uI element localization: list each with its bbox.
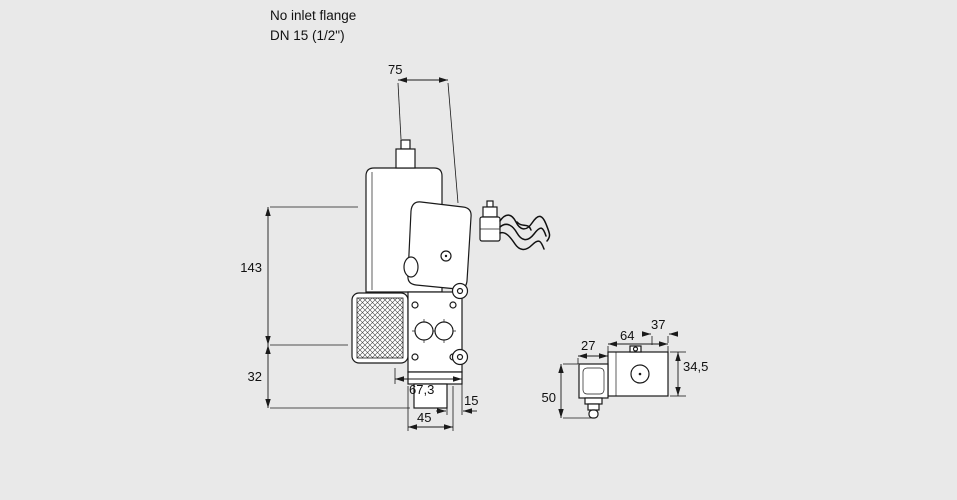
- valve-front-view: [351, 139, 472, 409]
- dim-45-label: 45: [417, 410, 431, 425]
- valve-side-view: [578, 345, 669, 419]
- drawing-note: No inlet flange DN 15 (1/2"): [270, 6, 356, 46]
- dimension-34-5: 34,5: [670, 351, 708, 397]
- valve-top-cap: [395, 148, 416, 169]
- strainer-mesh: [356, 297, 404, 359]
- gas-port-right: [434, 321, 454, 341]
- dimension-27: 27: [577, 338, 608, 364]
- bolt-hole: [411, 301, 419, 309]
- wires: [499, 214, 551, 251]
- gas-port-left: [414, 321, 434, 341]
- dim-37-label: 37: [651, 317, 665, 332]
- dimension-75: 75: [388, 62, 459, 204]
- dimension-15: 15: [436, 384, 478, 415]
- cable-gland-top: [584, 397, 603, 405]
- cable-gland-tip: [588, 409, 599, 419]
- cable-gland-mid: [587, 403, 600, 411]
- dim-75-label: 75: [388, 62, 402, 77]
- bottom-outlet: [413, 383, 448, 409]
- dim-34-5-label: 34,5: [683, 359, 708, 374]
- dimension-143: 143: [240, 206, 358, 346]
- dim-27-label: 27: [581, 338, 595, 353]
- side-coil-inner: [582, 367, 605, 395]
- plug-top: [482, 206, 498, 218]
- dim-143-label: 143: [240, 260, 262, 275]
- dim-67-3-label: 67,3: [409, 382, 434, 397]
- note-line-dn: DN 15 (1/2"): [270, 28, 345, 43]
- dim-32-label: 32: [248, 369, 262, 384]
- dimension-45: 45: [407, 386, 454, 431]
- dimension-50: 50: [542, 363, 592, 419]
- dim-50-label: 50: [542, 390, 556, 405]
- actuator-housing: [407, 201, 472, 290]
- cable-plug-assembly: [479, 200, 551, 251]
- plug-nub: [486, 200, 494, 208]
- dimension-64: 64: [607, 328, 669, 352]
- dim-15-label: 15: [464, 393, 478, 408]
- valve-top-cap-nub: [400, 139, 411, 150]
- dimension-32: 32: [248, 345, 410, 409]
- nub-hole: [632, 346, 639, 352]
- dim-64-label: 64: [620, 328, 634, 343]
- bolt-hole: [449, 301, 457, 309]
- dimension-37: 37: [642, 317, 678, 345]
- note-line-flange: No inlet flange: [270, 8, 357, 23]
- bolt-hole: [411, 353, 419, 361]
- body-oval-port: [403, 256, 419, 278]
- dimension-67-3: 67,3: [394, 368, 462, 397]
